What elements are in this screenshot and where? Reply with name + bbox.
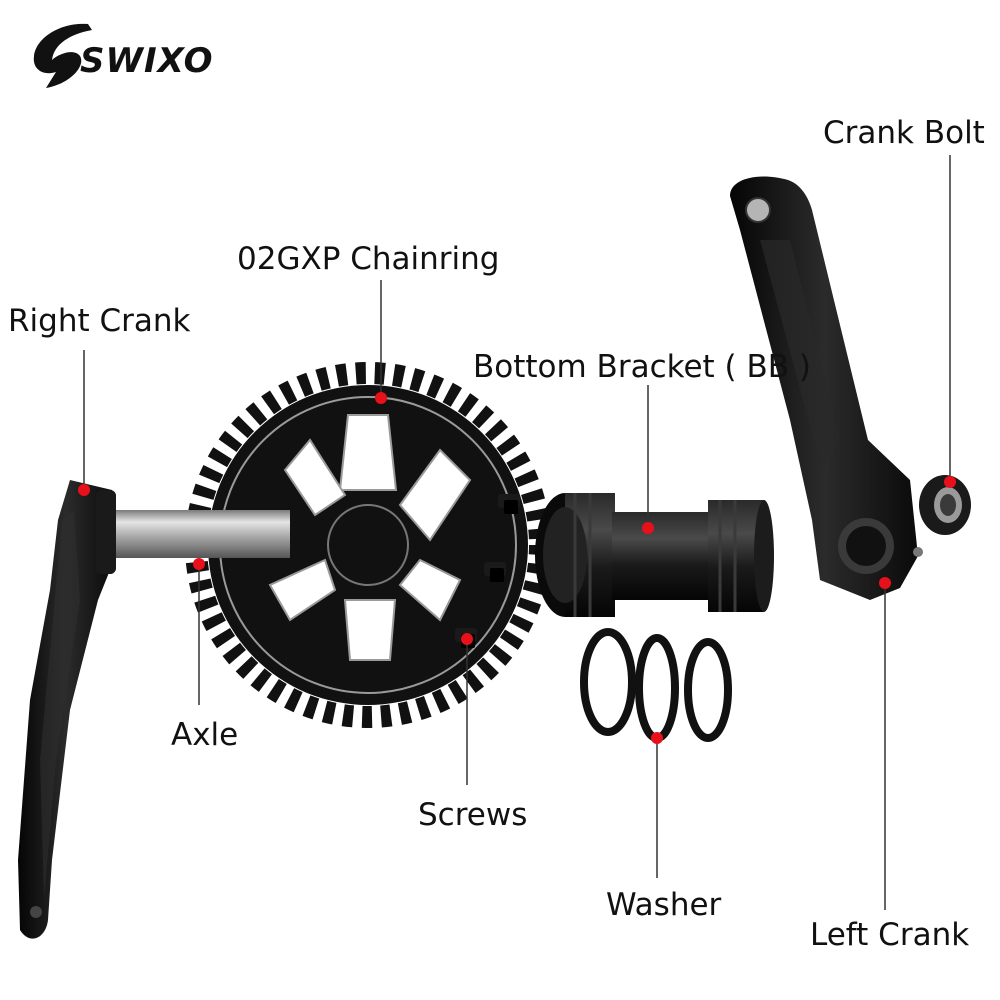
bottom-bracket-part <box>535 493 774 617</box>
label-washer: Washer <box>606 887 722 923</box>
brand-logo: SWIXO <box>33 23 214 88</box>
leader-lines <box>83 155 951 910</box>
left-crank-part <box>730 176 923 600</box>
brand-logo-text: SWIXO <box>80 41 214 81</box>
part-markers <box>78 392 956 744</box>
label-right-crank: Right Crank <box>8 303 191 339</box>
marker-washer <box>651 732 663 744</box>
crank-bolt-part <box>919 475 971 535</box>
marker-screws <box>461 633 473 645</box>
axle-front-portion <box>110 510 290 558</box>
marker-crank-bolt <box>944 476 956 488</box>
marker-bottom-bracket <box>642 522 654 534</box>
label-crank-bolt: Crank Bolt <box>823 115 985 151</box>
marker-right-crank <box>78 484 90 496</box>
label-left-crank: Left Crank <box>810 917 970 953</box>
label-chainring: 02GXP Chainring <box>237 241 500 277</box>
label-axle: Axle <box>171 717 239 753</box>
marker-chainring <box>375 392 387 404</box>
marker-axle <box>193 558 205 570</box>
label-bottom-bracket: Bottom Bracket ( BB ) <box>473 349 811 385</box>
washers-part <box>580 628 732 742</box>
marker-left-crank <box>879 577 891 589</box>
label-screws: Screws <box>418 797 528 833</box>
crank-spindle-collar <box>96 490 116 574</box>
